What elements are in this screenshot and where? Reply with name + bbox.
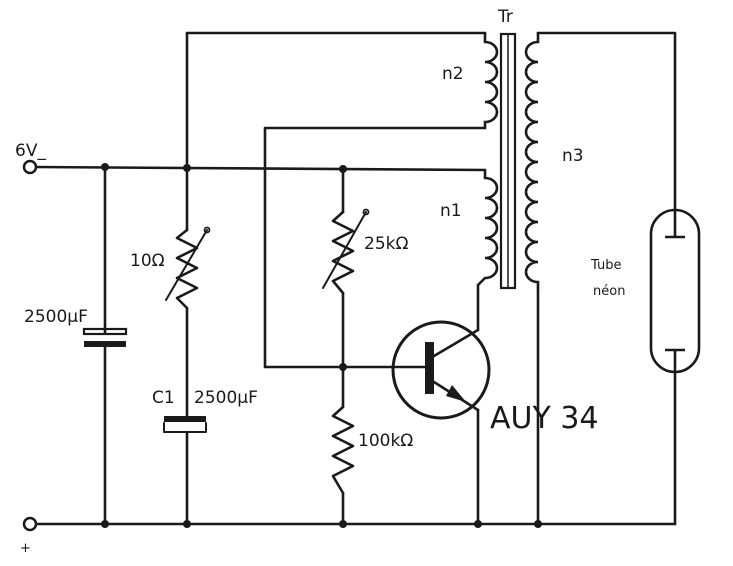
c1-name-label: C1	[152, 388, 175, 408]
c1-value-label: 2500µF	[194, 388, 258, 408]
capacitor-c1	[163, 416, 207, 433]
resistor-25k-label: 25kΩ	[364, 234, 408, 254]
transistor-auy34	[391, 320, 491, 420]
winding-n3	[524, 31, 540, 290]
resistor-100k	[331, 405, 355, 495]
wiring	[32, 31, 677, 526]
supply-terminal-positive	[22, 516, 38, 532]
transformer-core	[499, 32, 517, 290]
plus-label: +	[20, 541, 31, 556]
n2-label: n2	[442, 64, 464, 84]
supply-terminal-negative	[22, 159, 38, 175]
winding-n2	[483, 31, 499, 130]
tube-label-line2: néon	[593, 284, 625, 299]
capacitor-value-label: 2500µF	[24, 307, 88, 327]
transistor-label: AUY 34	[490, 401, 599, 436]
n3-label: n3	[562, 146, 584, 166]
n1-label: n1	[440, 201, 462, 221]
junction-dots	[101, 163, 542, 528]
resistor-25k	[322, 208, 370, 295]
winding-n1	[476, 168, 499, 287]
resistor-100k-label: 100kΩ	[358, 431, 413, 451]
resistor-10-label: 10Ω	[130, 251, 165, 271]
capacitor-2500uf	[82, 327, 128, 347]
resistor-10-ohm	[165, 226, 211, 310]
transformer-label: Tr	[497, 7, 513, 27]
supply-voltage-label: 6V_	[15, 141, 46, 161]
tube-label-line1: Tube	[590, 258, 621, 273]
neon-tube	[649, 208, 701, 374]
